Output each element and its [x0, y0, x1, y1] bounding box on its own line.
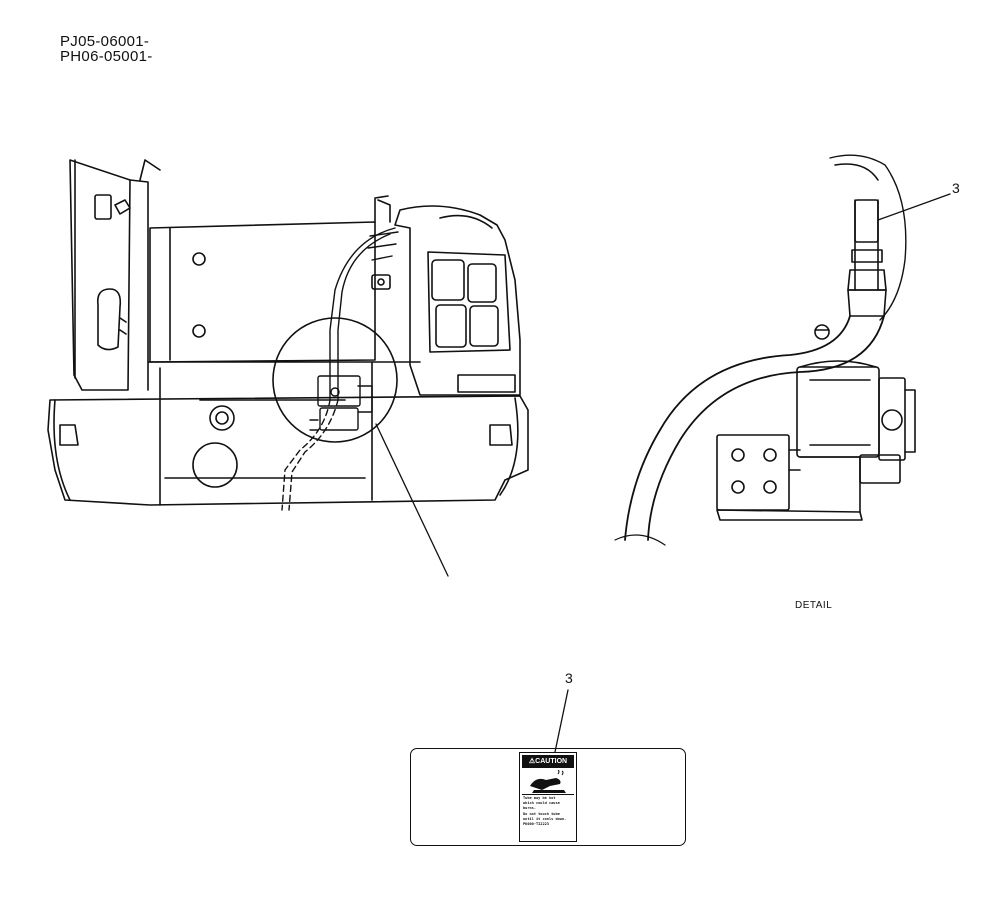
detail-label: DETAIL	[795, 600, 833, 611]
caution-decal: ⚠CAUTION Tube may be hot which could cau…	[519, 752, 577, 842]
machine-rear-view	[47, 159, 529, 577]
counterweight	[47, 361, 529, 506]
caution-line-3: burns.	[523, 806, 536, 811]
engine-hood	[147, 195, 421, 363]
decal-part-code: PK000-TI2223	[523, 822, 549, 827]
detail-view	[614, 154, 951, 546]
serial-range-1: PJ05-06001-	[60, 33, 150, 50]
decal-leader-line	[554, 689, 569, 753]
caution-line-1: Tube may be hot	[523, 796, 556, 800]
hose-routing	[281, 227, 399, 511]
caution-line-4: Do not touch tube	[523, 811, 560, 816]
caution-line-2: which could cause	[523, 801, 560, 806]
caution-text: Tube may be hot which could cause burns.…	[520, 795, 576, 828]
boom-post	[69, 159, 161, 391]
caution-heading: ⚠CAUTION	[522, 755, 574, 768]
decal-sheet	[410, 748, 686, 846]
callout-part-3-decal: 3	[565, 670, 573, 686]
serial-range-2: PH06-05001-	[60, 48, 153, 65]
caution-line-5: until it cools down.	[523, 816, 567, 821]
cab	[371, 205, 521, 396]
hand-burn-icon	[530, 769, 566, 793]
callout-part-3-detail: 3	[952, 180, 960, 196]
hot-surface-pictogram	[522, 769, 574, 795]
detail-circle	[272, 317, 449, 577]
